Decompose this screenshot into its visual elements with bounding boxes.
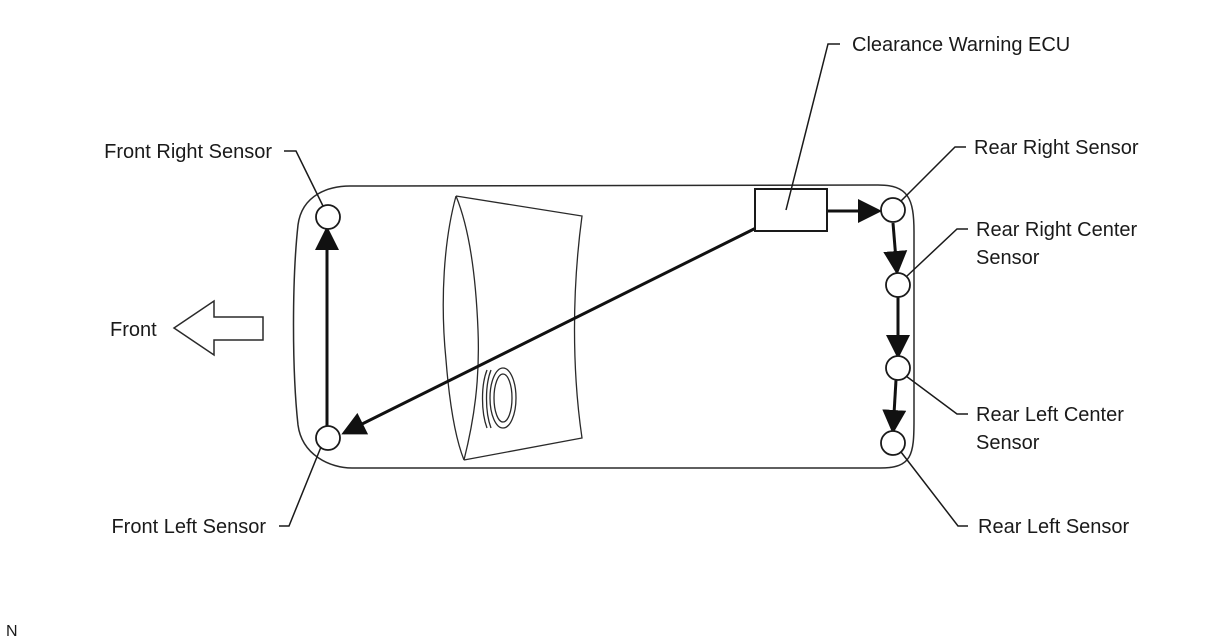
leader-rear-left (900, 451, 968, 527)
arrow-left-outline-icon (172, 299, 264, 357)
label-rear-right-sensor: Rear Right Sensor (974, 137, 1139, 159)
label-rear-right-center-sensor-line1: Rear Right Center (976, 219, 1138, 241)
leader-rear-left-center (905, 375, 968, 415)
label-rear-left-center-sensor-line1: Rear Left Center (976, 404, 1124, 426)
label-front-right-sensor: Front Right Sensor (104, 141, 272, 163)
front-right-sensor (315, 204, 341, 230)
label-rear-left-sensor: Rear Left Sensor (978, 516, 1130, 538)
rear-right-sensor (880, 197, 906, 223)
signal-line-rear-left-center-to-rear-left (882, 379, 907, 434)
label-clearance-warning-ecu: Clearance Warning ECU (852, 34, 1070, 56)
label-front: Front (110, 319, 157, 341)
clearance-warning-ecu-box (754, 188, 828, 232)
signal-line-ecu-to-front-left (341, 226, 757, 435)
leader-front-right (284, 150, 324, 207)
label-rear-left-center-sensor-line2: Sensor (976, 432, 1040, 454)
front-left-sensor (315, 425, 341, 451)
corner-code: N (6, 623, 18, 640)
windshield (442, 195, 583, 461)
leader-front-left (279, 446, 322, 527)
rear-left-sensor (880, 430, 906, 456)
leader-rear-right (900, 146, 966, 202)
label-rear-right-center-sensor-line2: Sensor (976, 247, 1040, 269)
leader-ecu (785, 43, 840, 211)
rear-left-center-sensor (885, 355, 911, 381)
vehicle-body-outline (292, 184, 915, 469)
label-front-left-sensor: Front Left Sensor (111, 516, 266, 538)
rear-right-center-sensor (885, 272, 911, 298)
leader-rear-right-center (906, 228, 968, 277)
signal-line-rear-right-to-rear-right-center (883, 222, 908, 275)
steering-wheel-icon (481, 367, 517, 429)
